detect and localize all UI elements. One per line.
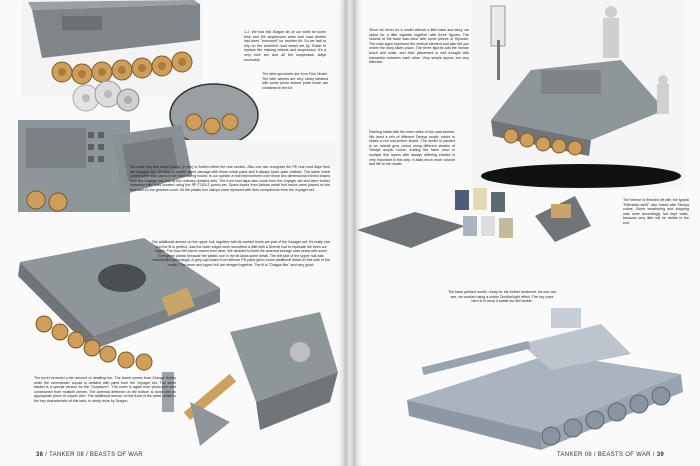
left-page: 1-2. We had this Dragon kit on our shelf… <box>0 0 345 466</box>
vignette-photo <box>471 0 685 190</box>
hull-assembly-photo <box>18 238 220 371</box>
idler-wheels-photo <box>72 80 140 112</box>
right-page-number: 39 <box>656 452 664 458</box>
caption-chains: We used very fine metal chains (2 mm) to… <box>130 165 330 192</box>
mud-flap-photo <box>176 140 336 166</box>
left-page-number: 38 <box>36 452 44 458</box>
caption-idler: The idler-sprockets are from Friul Model… <box>262 72 328 90</box>
turret-parts-photo <box>162 312 338 446</box>
caption-turret: The turret received a fair amount of det… <box>34 376 176 403</box>
spine-gutter <box>345 0 355 466</box>
left-folio-title: TANKER 08 / BEASTS OF WAR <box>49 452 143 458</box>
rear-plate-photo <box>112 125 192 195</box>
caption-1-2: 1-2. We had this Dragon kit on our shelf… <box>244 30 326 62</box>
caption-base-painted: The base painted model, ready for the fu… <box>447 290 557 304</box>
left-folio: 38 / TANKER 08 / BEASTS OF WAR <box>36 452 143 458</box>
caption-painting: Painting starts with the inner sides of … <box>369 130 455 167</box>
rear-section-photo <box>18 120 130 212</box>
right-folio-title: TANKER 08 / BEASTS OF WAR <box>556 452 651 458</box>
caption-vignette: Since we never do a model without a litt… <box>369 28 469 65</box>
chassis-wheels-photo <box>22 0 202 96</box>
caption-armour: The additional armour on the upper hull,… <box>151 240 331 267</box>
paint-hull-photo <box>357 188 591 248</box>
caption-interior: The interior is finished off with the ty… <box>623 198 689 225</box>
base-painted-tank-photo <box>407 308 683 450</box>
right-folio: TANKER 08 / BEASTS OF WAR / 39 <box>556 452 664 458</box>
right-page: Since we never do a model without a litt… <box>355 0 700 466</box>
